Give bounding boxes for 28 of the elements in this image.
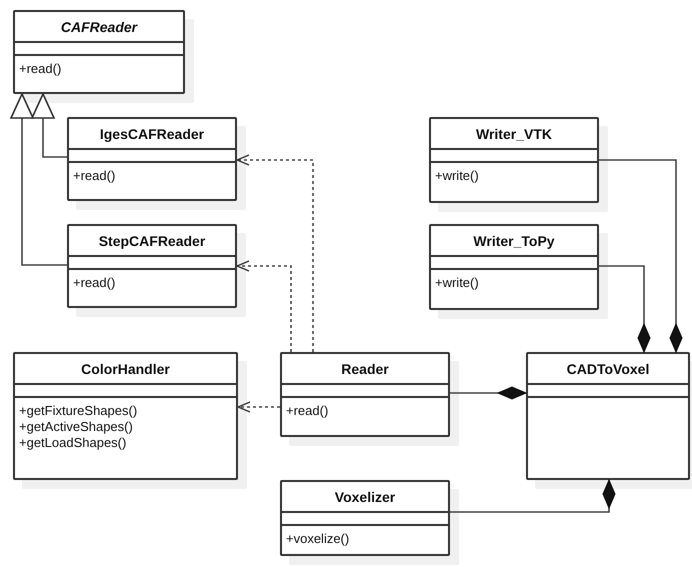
class-name: IgesCAFReader — [100, 126, 204, 142]
dependency-arrow — [237, 401, 280, 413]
composition-line — [599, 265, 650, 352]
class-name: CAFReader — [60, 18, 138, 34]
class-name: Writer_ToPy — [473, 232, 555, 248]
method-text: +write() — [435, 275, 480, 291]
method-text: +getLoadShapes() — [19, 435, 128, 451]
method-text: +read() — [286, 403, 330, 419]
class-name: CADToVoxel — [566, 360, 650, 376]
method-text: +getActiveShapes() — [19, 419, 134, 435]
class-name: ColorHandler — [81, 360, 170, 376]
method-text: +write() — [435, 168, 480, 184]
class-name: Voxelizer — [334, 488, 396, 504]
class-name: Reader — [341, 360, 389, 376]
method-text: +read() — [19, 61, 62, 77]
inheritance-arrow — [31, 93, 67, 158]
class-name: StepCAFReader — [98, 232, 206, 248]
dependency-arrow — [236, 154, 314, 352]
dependency-arrow — [236, 260, 292, 352]
method-text: +voxelize() — [286, 531, 350, 547]
composition-line — [599, 159, 682, 352]
composition-line — [450, 480, 616, 513]
method-text: +getFixtureShapes() — [19, 403, 138, 419]
method-text: +read() — [73, 168, 116, 184]
class-name: Writer_VTK — [476, 126, 552, 142]
inheritance-arrow — [10, 93, 67, 266]
composition-line — [450, 386, 526, 400]
method-text: +read() — [73, 275, 116, 291]
